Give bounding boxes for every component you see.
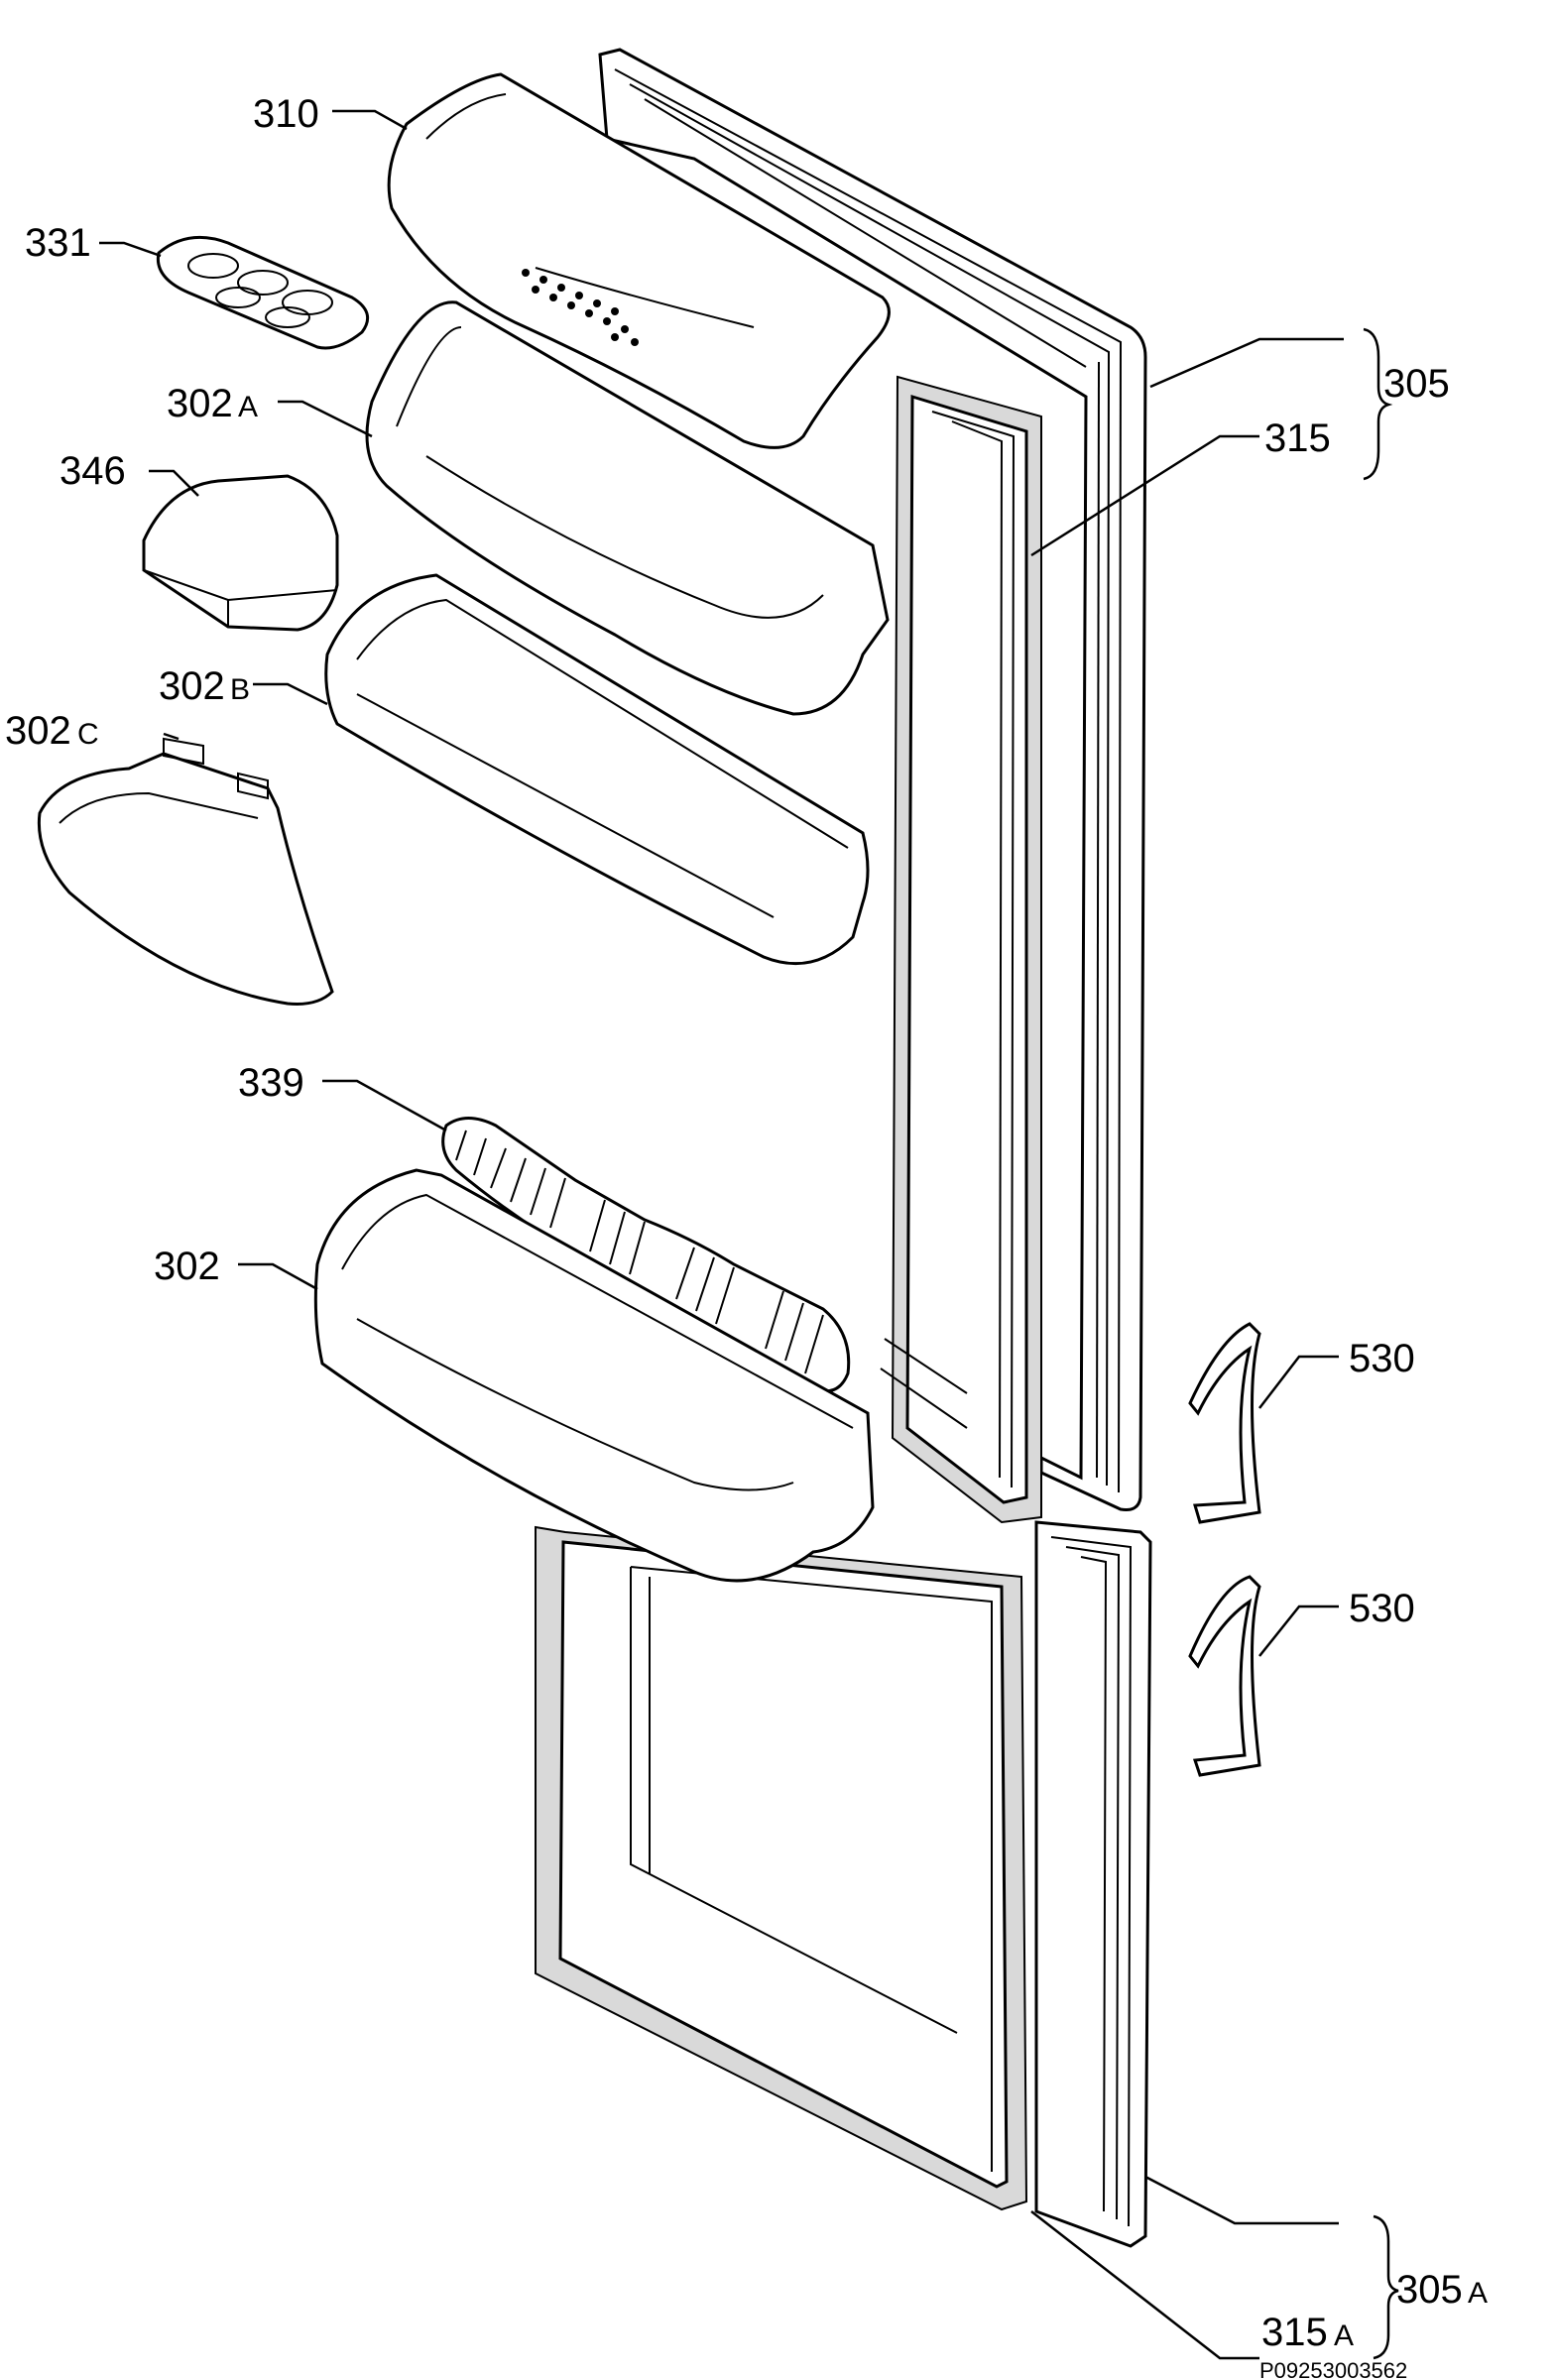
label-310: 310 (253, 92, 319, 136)
label-302B: 302 (159, 664, 225, 708)
label-530-upper: 530 (1349, 1337, 1415, 1380)
label-305A-suffix: A (1468, 2277, 1488, 2310)
label-305A: 305 (1396, 2268, 1463, 2312)
label-302C: 302 (5, 709, 71, 753)
label-305: 305 (1383, 362, 1450, 406)
door-shelf-302A (365, 300, 890, 716)
bottle-holder-302C (37, 737, 334, 1006)
door-handle-530-upper (1188, 1322, 1261, 1524)
brace-305A (1373, 2214, 1399, 2360)
label-302B-suffix: B (230, 673, 250, 706)
bottle-retainer-339 (441, 1117, 851, 1393)
lid-vent-holes (522, 269, 639, 346)
dairy-lid-310 (387, 72, 891, 449)
label-315: 315 (1264, 416, 1331, 460)
lower-door-panel (1034, 1520, 1152, 2248)
door-handle-530-lower (1188, 1575, 1261, 1777)
leader-lines (99, 109, 1344, 2360)
label-315A: 315 (1261, 2311, 1328, 2354)
egg-tray-331 (156, 235, 370, 350)
label-302A-suffix: A (238, 391, 258, 423)
butter-box-346 (142, 474, 339, 632)
upper-gasket (880, 375, 1042, 1524)
door-shelf-302B (324, 573, 870, 966)
label-331: 331 (25, 221, 91, 265)
label-302: 302 (154, 1245, 220, 1288)
lower-gasket (535, 1525, 1028, 2211)
label-530-lower: 530 (1349, 1587, 1415, 1630)
brace-305 (1363, 327, 1393, 481)
label-339: 339 (238, 1061, 304, 1105)
label-346: 346 (60, 449, 126, 493)
label-302C-suffix: C (77, 718, 99, 751)
reference-code: P09253003562 (1259, 2358, 1407, 2380)
label-302A: 302 (167, 382, 233, 425)
door-shelf-302 (313, 1168, 875, 1583)
label-315A-suffix: A (1334, 2320, 1354, 2352)
